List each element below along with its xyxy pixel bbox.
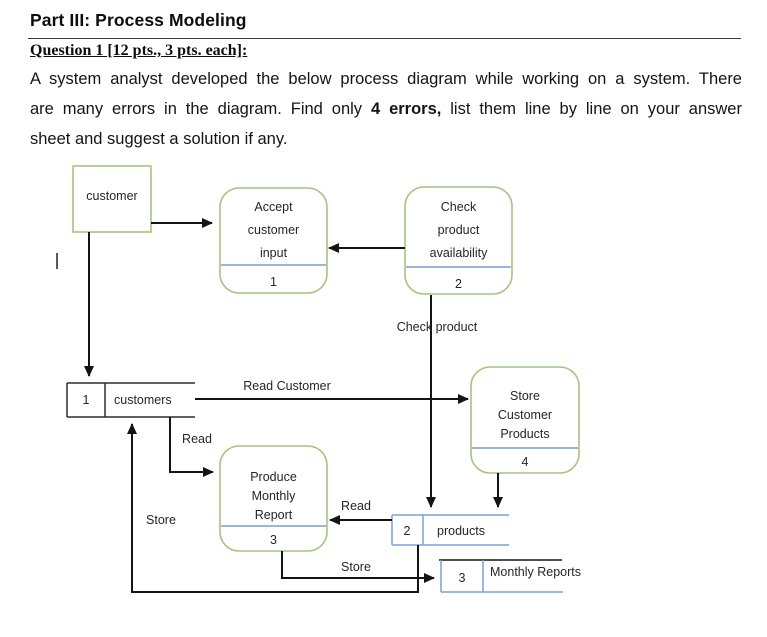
process-2-label-line2: product — [438, 223, 480, 237]
process-1-number: 1 — [270, 275, 277, 289]
process-4-label-line1: Store — [510, 389, 540, 403]
datastore-2-products: 2 products — [391, 514, 509, 546]
datastore-3-name: Monthly Reports — [490, 565, 581, 579]
process-1-label-line1: Accept — [254, 200, 293, 214]
body-line-2-post: list them line by line on your answer — [441, 100, 742, 118]
datastore-2-name: products — [437, 524, 485, 538]
datastore-3-monthly-reports: 3 Monthly Reports — [439, 559, 581, 593]
process-4-store-customer-products: Store Customer Products 4 — [470, 366, 580, 474]
process-2-label-line3: availability — [430, 246, 488, 260]
process-1-label-line3: input — [260, 246, 288, 260]
process-3-label-line3: Report — [255, 508, 293, 522]
process-3-label-line2: Monthly — [252, 489, 297, 503]
flow-label-read-customer: Read Customer — [243, 379, 331, 393]
process-2-number: 2 — [455, 277, 462, 291]
body-line-2: are many errors in the diagram. Find onl… — [30, 94, 742, 124]
datastore-1-number: 1 — [83, 393, 90, 407]
process-4-label-line2: Customer — [498, 408, 552, 422]
question-body: A system analyst developed the below pro… — [30, 64, 742, 154]
flow-label-read-1: Read — [182, 432, 212, 446]
datastore-1-name: customers — [114, 393, 172, 407]
datastore-2-number: 2 — [404, 524, 411, 538]
flow-label-store-2: Store — [341, 560, 371, 574]
flow-store-products-to-customers — [127, 423, 419, 593]
process-4-label-line3: Products — [500, 427, 549, 441]
body-line-1: A system analyst developed the below pro… — [30, 70, 742, 88]
body-line-3: sheet and suggest a solution if any. — [30, 130, 288, 148]
process-3-produce-monthly-report: Produce Monthly Report 3 — [219, 445, 328, 552]
body-line-2-pre: are many errors in the diagram. Find onl… — [30, 100, 371, 118]
process-4-box — [470, 366, 580, 474]
flow-store-process3-to-reports — [281, 551, 435, 583]
datastore-1-customers: 1 customers — [66, 382, 195, 418]
process-2-label-line1: Check — [441, 200, 477, 214]
title-divider-line — [28, 38, 741, 39]
process-3-label-line1: Produce — [250, 470, 297, 484]
page-header: Part III: Process Modeling Question 1 [1… — [28, 10, 742, 154]
datastore-3-number: 3 — [459, 571, 466, 585]
question-heading: Question 1 [12 pts., 3 pts. each]: — [30, 42, 248, 59]
flow-label-check-product: Check product — [397, 320, 478, 334]
process-1-label-line2: customer — [248, 223, 299, 237]
entity-customer: customer — [72, 165, 152, 233]
process-4-number: 4 — [522, 455, 529, 469]
body-line-2-bold: 4 errors, — [370, 100, 442, 118]
process-3-box — [219, 445, 328, 552]
page-title: Part III: Process Modeling — [30, 10, 247, 30]
entity-customer-box — [72, 165, 152, 233]
process-1-accept-customer-input: Accept customer input 1 — [219, 187, 328, 294]
entity-customer-label: customer — [86, 189, 137, 203]
flow-label-store-1: Store — [146, 513, 176, 527]
process-3-number: 3 — [270, 533, 277, 547]
flow-label-read-2: Read — [341, 499, 371, 513]
flow-read-customers-to-process3 — [169, 417, 214, 477]
process-1-box — [219, 187, 328, 294]
process-2-check-product-availability: Check product availability 2 — [404, 186, 513, 295]
